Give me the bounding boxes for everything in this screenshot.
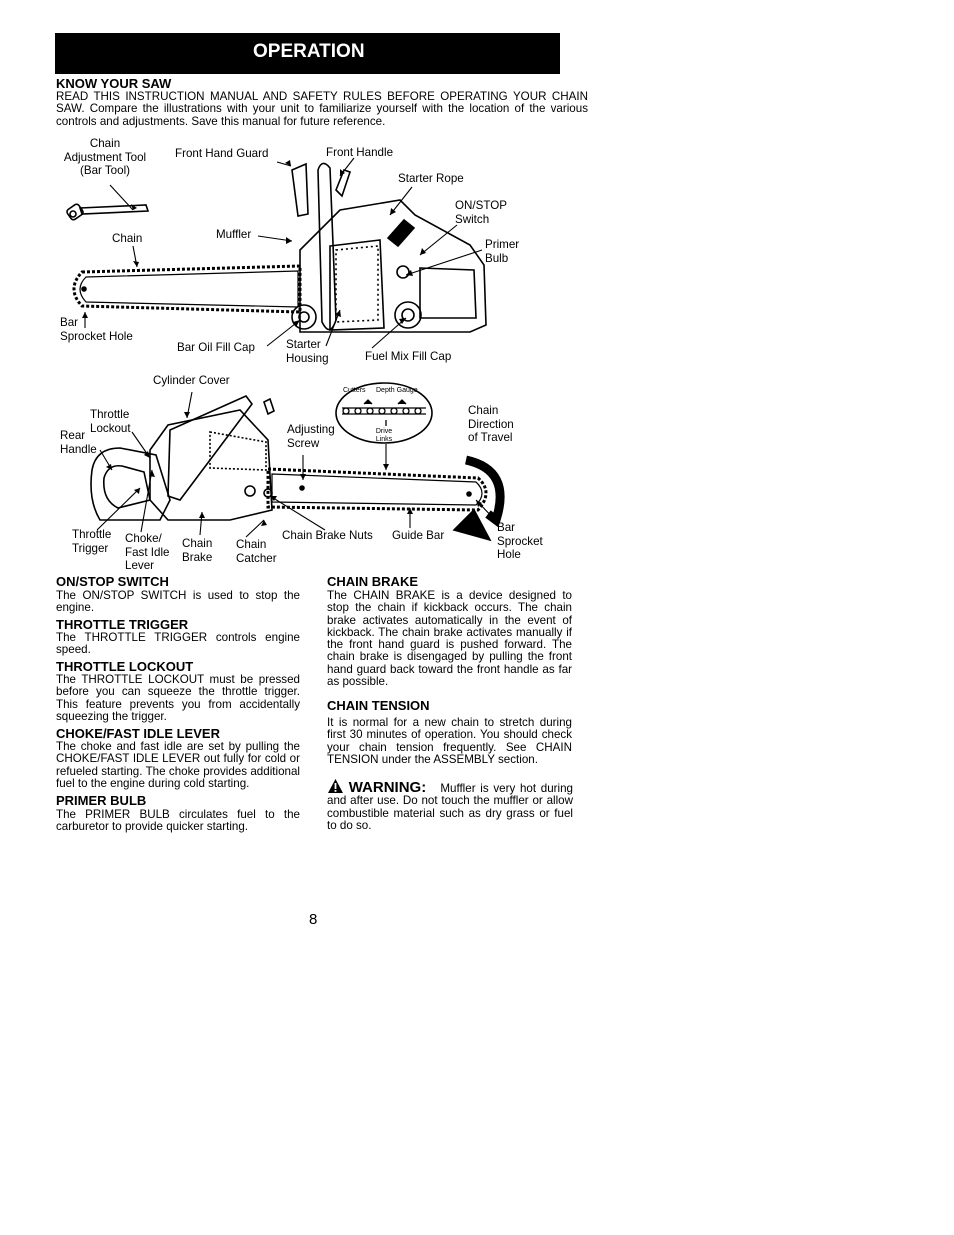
text-onstop-switch: The ON/STOP SWITCH is used to stop the e… xyxy=(56,589,300,615)
label-front-handle: Front Handle xyxy=(326,146,394,159)
heading-onstop-switch: ON/STOP SWITCH xyxy=(56,574,169,589)
label-chain: Chain xyxy=(112,232,143,245)
label-starter-rope: Starter Rope xyxy=(398,172,464,185)
engine-housing-top xyxy=(291,199,487,333)
figure2-leaders xyxy=(96,391,498,538)
text-chain-brake: The CHAIN BRAKE is a device designed to … xyxy=(327,589,572,689)
direction-arrow-icon xyxy=(464,455,505,528)
intro-paragraph: READ THIS INSTRUCTION MANUAL AND SAFETY … xyxy=(56,90,588,128)
heading-know-your-saw: KNOW YOUR SAW xyxy=(56,76,172,91)
warning-label: WARNING: xyxy=(348,779,427,796)
rear-handle-side xyxy=(90,447,171,521)
heading-chain-tension: CHAIN TENSION xyxy=(327,698,430,713)
heading-chain-brake: CHAIN BRAKE xyxy=(327,574,418,589)
text-throttle-lockout: The THROTTLE LOCKOUT must be pressed bef… xyxy=(56,673,300,723)
guide-bar-top xyxy=(72,264,302,314)
warning-text: Muffler is very hot during and after use… xyxy=(327,782,574,832)
label-cutters: Cutters xyxy=(343,387,366,394)
label-bar-oil-fill-cap: Bar Oil Fill Cap xyxy=(177,341,255,354)
heading-choke-fast-idle: CHOKE/FAST IDLE LEVER xyxy=(56,726,220,741)
text-choke-fast-idle: The choke and fast idle are set by pulli… xyxy=(56,740,300,790)
label-front-hand-guard: Front Hand Guard xyxy=(175,147,269,160)
text-primer-bulb: The PRIMER BULB circulates fuel to the c… xyxy=(56,808,300,834)
warning-block: WARNING: Muffler is very hot during and … xyxy=(327,778,573,832)
page-number: 8 xyxy=(309,911,318,928)
label-fuel-mix-fill-cap: Fuel Mix Fill Cap xyxy=(365,350,452,363)
label-guide-bar: Guide Bar xyxy=(392,529,445,542)
text-throttle-trigger: The THROTTLE TRIGGER controls engine spe… xyxy=(56,631,300,657)
section-banner: OPERATION xyxy=(55,33,560,74)
banner-title: OPERATION xyxy=(253,41,365,62)
heading-throttle-trigger: THROTTLE TRIGGER xyxy=(56,617,189,632)
label-chain-brake-nuts: Chain Brake Nuts xyxy=(282,529,373,542)
guide-bar-side xyxy=(266,467,488,512)
chain-detail-links xyxy=(342,399,426,426)
heading-primer-bulb: PRIMER BULB xyxy=(56,793,147,808)
heading-throttle-lockout: THROTTLE LOCKOUT xyxy=(56,659,194,674)
engine-body-side xyxy=(149,395,275,521)
arrowhead-icon xyxy=(452,508,492,542)
label-muffler: Muffler xyxy=(216,228,252,241)
chain-detail-oval xyxy=(335,382,433,444)
label-cylinder-cover: Cylinder Cover xyxy=(153,374,230,387)
label-depth-gauge: Depth Gauge xyxy=(376,387,418,394)
warning-icon xyxy=(328,779,343,793)
text-chain-tension: It is normal for a new chain to stretch … xyxy=(327,716,572,766)
bar-tool-icon xyxy=(66,203,150,221)
